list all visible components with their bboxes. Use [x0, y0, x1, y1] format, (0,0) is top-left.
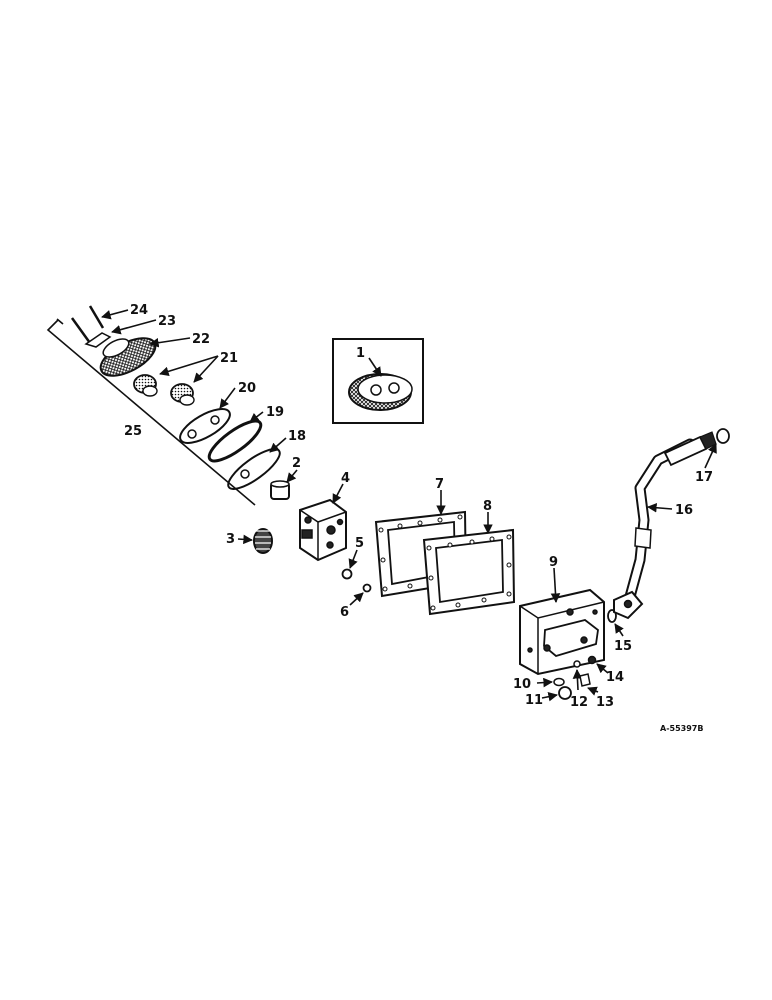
callout-11: 11: [525, 693, 543, 708]
part-3-gear: [237, 528, 273, 554]
callout-17: 17: [695, 470, 713, 485]
callout-15: 15: [614, 639, 632, 654]
callout-20: 20: [238, 381, 256, 396]
callout-1: 1: [356, 346, 365, 361]
parts-5-6-o-rings: [341, 549, 372, 606]
callout-16: 16: [675, 503, 693, 518]
callout-8: 8: [483, 499, 492, 514]
callout-10: 10: [513, 677, 531, 692]
parts-10-15-hardware: [536, 609, 624, 702]
callout-9: 9: [549, 555, 558, 570]
callout-22: 22: [192, 332, 210, 347]
air-cleaner-assembly: [46, 305, 287, 506]
callout-19: 19: [266, 405, 284, 420]
part-4-pump: [299, 483, 347, 562]
part-9-cover-plate: [519, 567, 605, 676]
callout-23: 23: [158, 314, 176, 329]
callout-24: 24: [130, 303, 148, 318]
callout-3: 3: [226, 532, 235, 547]
callout-14: 14: [606, 670, 624, 685]
callout-5: 5: [355, 536, 364, 551]
callout-13: 13: [596, 695, 614, 710]
callout-2: 2: [292, 456, 301, 471]
callout-7: 7: [435, 477, 444, 492]
part-17-o-ring: [704, 428, 730, 469]
part-16-suction-tube: [613, 431, 717, 620]
part-2-bushing: [270, 469, 298, 500]
callout-25: 25: [124, 424, 142, 439]
part-8-gasket: [422, 512, 516, 616]
callout-4: 4: [341, 471, 350, 486]
reference-code: A-55397B: [660, 724, 703, 733]
callout-6: 6: [340, 605, 349, 620]
callout-12: 12: [570, 695, 588, 710]
callout-21: 21: [220, 351, 238, 366]
callout-18: 18: [288, 429, 306, 444]
part-1-filter-element-inset: [332, 338, 424, 424]
